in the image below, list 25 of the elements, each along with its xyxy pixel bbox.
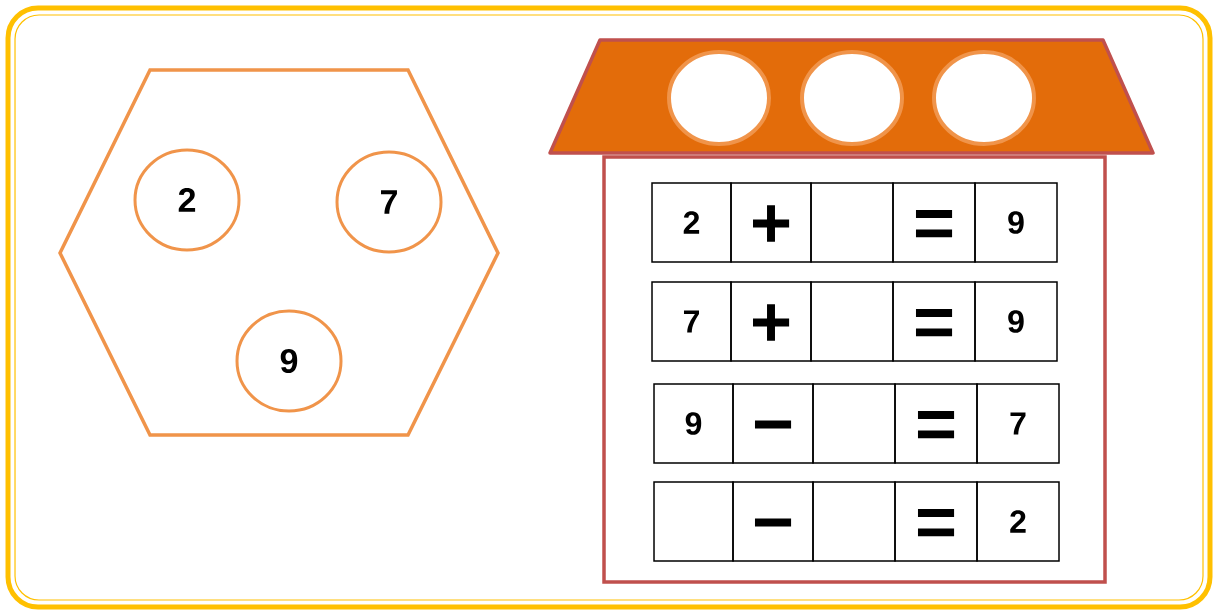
operator-cell: − — [732, 481, 814, 562]
number-cell: 9 — [974, 182, 1058, 263]
blank-cell — [810, 182, 894, 263]
house-wall — [602, 155, 1107, 584]
blank-circle — [667, 50, 771, 146]
operator-cell: = — [894, 383, 978, 464]
blank-cell — [653, 481, 734, 562]
operator-cell: + — [730, 281, 812, 362]
operator-cell: − — [732, 383, 814, 464]
hexagon-shape — [58, 68, 500, 437]
number-cell: 9 — [653, 383, 734, 464]
blank-cell — [812, 383, 896, 464]
blank-circle — [800, 50, 904, 146]
operator-cell: + — [730, 182, 812, 263]
number-cell: 2 — [651, 182, 732, 263]
number-cell: 2 — [976, 481, 1060, 562]
operator-cell: = — [892, 281, 976, 362]
number-cell: 9 — [974, 281, 1058, 362]
blank-circle — [932, 50, 1036, 146]
operator-cell: = — [894, 481, 978, 562]
blank-cell — [810, 281, 894, 362]
operator-cell: = — [892, 182, 976, 263]
number-cell: 7 — [651, 281, 732, 362]
number-cell: 7 — [976, 383, 1060, 464]
blank-cell — [812, 481, 896, 562]
